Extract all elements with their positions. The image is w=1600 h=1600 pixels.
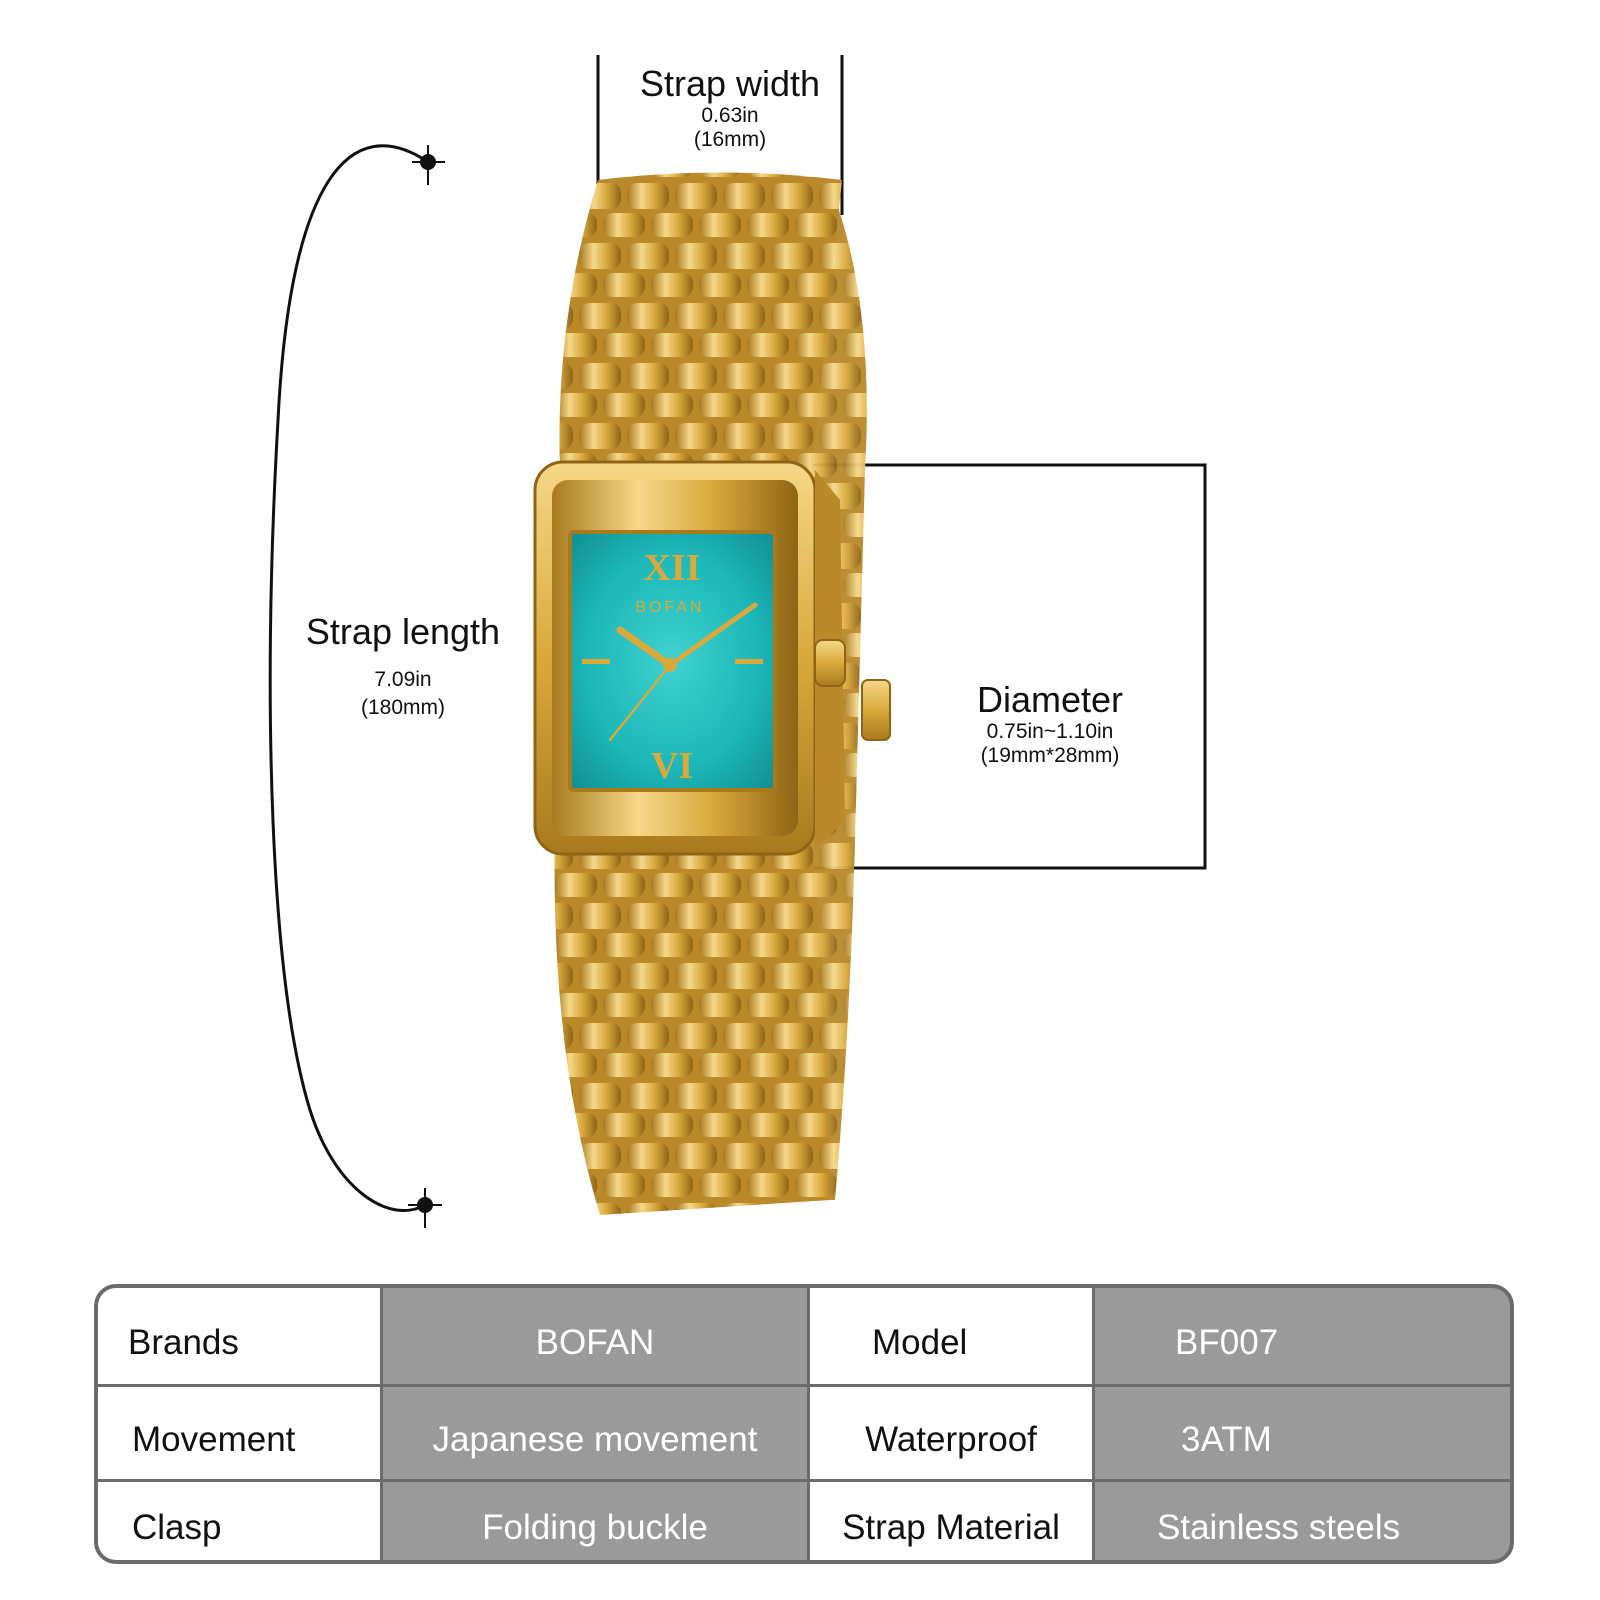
dial-numeral-bottom: VI	[651, 745, 693, 787]
strap-length-inches: 7.09in	[374, 668, 432, 691]
spec-key-waterproof: Waterproof	[810, 1387, 1092, 1479]
strap-width-mm: (16mm)	[693, 128, 767, 151]
spec-table: Brands BOFAN Model BF007 Movement Japane…	[94, 1284, 1514, 1564]
strap-width-inches: 0.63in	[701, 104, 759, 127]
diameter-bracket	[800, 463, 1207, 870]
spec-key-model: Model	[810, 1288, 1092, 1384]
spec-key-brands: Brands	[98, 1288, 380, 1384]
diameter-inches: 0.75in~1.10in	[986, 720, 1114, 743]
diameter-mm: (19mm*28mm)	[980, 744, 1120, 767]
spec-value-brands: BOFAN	[383, 1288, 807, 1384]
spec-value-strap-material: Stainless steels	[1095, 1482, 1510, 1560]
strap-width-label: Strap width 0.63in (16mm)	[610, 64, 850, 152]
lower-bracelet	[554, 830, 830, 1215]
strap-length-arc	[268, 144, 445, 1228]
diameter-label: Diameter 0.75in~1.10in (19mm*28mm)	[930, 680, 1170, 768]
spec-value-movement: Japanese movement	[383, 1387, 807, 1479]
spec-key-clasp: Clasp	[98, 1482, 380, 1560]
watch-case	[533, 460, 891, 856]
dial-numeral-top: XII	[643, 547, 700, 589]
dial-brand: BOFAN	[635, 599, 704, 616]
strap-length-title: Strap length	[305, 611, 501, 652]
strap-length-label: Strap length 7.09in (180mm)	[278, 612, 528, 720]
strap-width-title: Strap width	[639, 63, 821, 104]
spec-key-strap-material: Strap Material	[810, 1482, 1092, 1560]
spec-value-waterproof: 3ATM	[1095, 1387, 1510, 1479]
strap-length-mm: (180mm)	[360, 696, 445, 719]
spec-value-model: BF007	[1095, 1288, 1510, 1384]
spec-key-movement: Movement	[98, 1387, 380, 1479]
upper-bracelet	[559, 172, 842, 470]
spec-value-clasp: Folding buckle	[383, 1482, 807, 1560]
diameter-title: Diameter	[976, 679, 1124, 720]
